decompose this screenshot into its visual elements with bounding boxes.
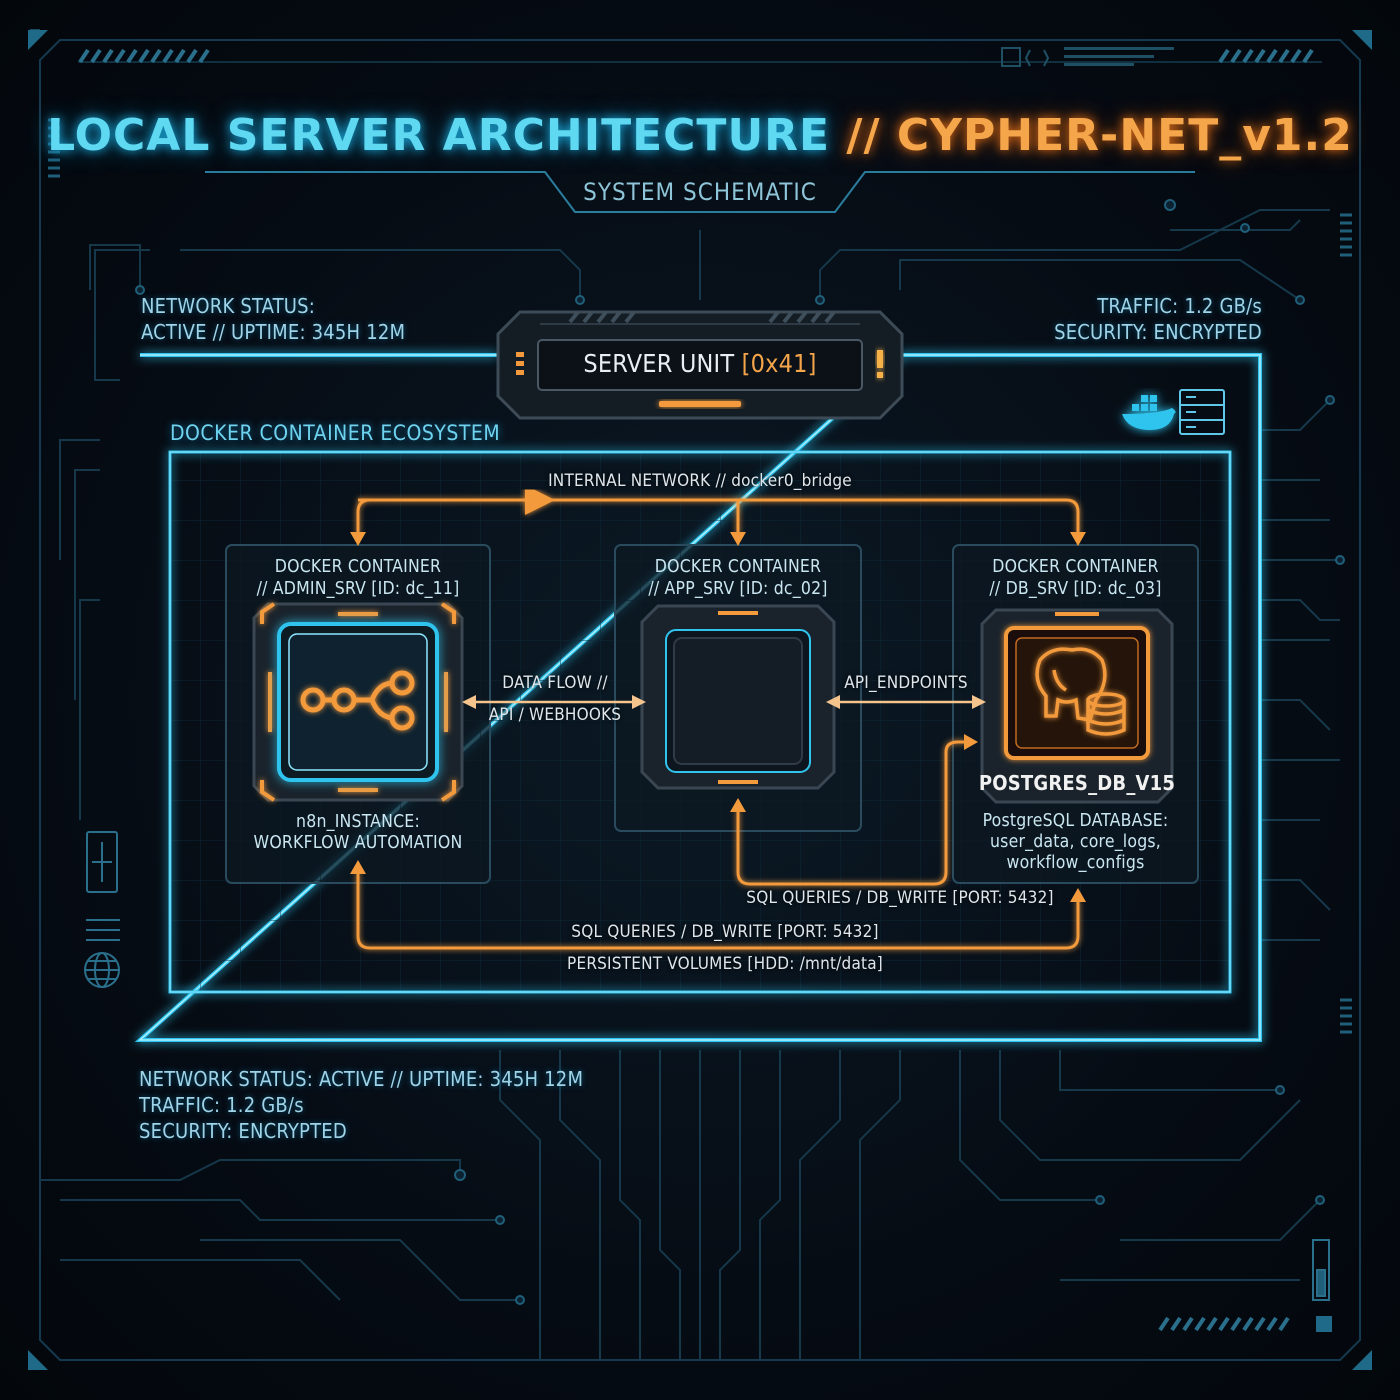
container-db-footer1: PostgreSQL DATABASE: — [982, 811, 1169, 831]
container-admin-header: DOCKER CONTAINER // ADMIN_SRV [ID: dc_11… — [226, 556, 490, 600]
page-title: LOCAL SERVER ARCHITECTURE // CYPHER-NET_… — [0, 110, 1400, 161]
container-app-title: DOCKER CONTAINER — [654, 557, 822, 577]
title-underline — [205, 171, 1195, 213]
sql-app-heads — [730, 734, 978, 812]
container-admin-footer1: n8n_INSTANCE: — [296, 812, 420, 832]
status-bottom-line3: SECURITY: ENCRYPTED — [139, 1119, 347, 1143]
corner-br-mark — [1352, 1350, 1372, 1370]
container-admin-title: DOCKER CONTAINER — [274, 557, 442, 577]
sql-admin-path — [356, 872, 1080, 950]
corner-block — [1316, 1316, 1332, 1332]
db-name: POSTGRES_DB_V15 — [978, 771, 1176, 795]
title-main: LOCAL SERVER ARCHITECTURE — [47, 110, 831, 161]
corner-tl-mark — [28, 30, 48, 50]
container-db-subtitle: // DB_SRV [ID: dc_03] — [989, 579, 1162, 599]
hatch-right — [1340, 213, 1352, 1034]
volumes-label: PERSISTENT VOLUMES [HDD: /mnt/data] — [567, 954, 883, 974]
server-unit-text: SERVER UNIT — [583, 349, 742, 378]
data-flow-heads — [462, 695, 646, 709]
container-admin-footer: n8n_INSTANCE: WORKFLOW AUTOMATION — [226, 812, 490, 854]
status-top-left-line2: ACTIVE // UPTIME: 345H 12M — [141, 320, 406, 344]
container-app-subtitle: // APP_SRV [ID: dc_02] — [648, 579, 828, 599]
ecosystem-label: DOCKER CONTAINER ECOSYSTEM — [170, 421, 501, 445]
sql-admin-label: SQL QUERIES / DB_WRITE [PORT: 5432] — [571, 922, 879, 942]
header-microtext — [1064, 47, 1174, 66]
status-top-right-line1: TRAFFIC: 1.2 GB/s — [1097, 294, 1262, 318]
app-chip — [640, 604, 836, 790]
corner-bl-mark — [28, 1350, 48, 1370]
status-top-left: NETWORK STATUS: ACTIVE // UPTIME: 345H 1… — [141, 293, 405, 345]
container-app-header: DOCKER CONTAINER // APP_SRV [ID: dc_02] — [615, 556, 861, 600]
data-flow-label-2: API / WEBHOOKS — [488, 705, 622, 725]
status-bottom: NETWORK STATUS: ACTIVE // UPTIME: 345H 1… — [139, 1066, 583, 1144]
status-bottom-line1: NETWORK STATUS: ACTIVE // UPTIME: 345H 1… — [139, 1067, 584, 1091]
server-rack-icon — [1179, 389, 1225, 435]
sql-app-path — [736, 740, 966, 886]
container-db-footer: PostgreSQL DATABASE: user_data, core_log… — [953, 811, 1198, 874]
status-top-right: TRAFFIC: 1.2 GB/s SECURITY: ENCRYPTED — [1054, 293, 1262, 345]
n8n-chip — [252, 602, 464, 802]
internal-network-bus — [356, 485, 1080, 534]
docker-whale-icon — [1122, 395, 1176, 430]
title-separator: // — [830, 110, 897, 161]
globe-icon — [84, 952, 120, 988]
server-unit-hex: [0x41] — [741, 349, 817, 378]
hatch-bottom-right — [1158, 1316, 1290, 1332]
container-db-footer2: user_data, core_logs, — [989, 832, 1161, 852]
api-endpoints-heads — [826, 695, 986, 709]
postgres-elephant-icon — [1035, 647, 1126, 736]
container-admin-subtitle: // ADMIN_SRV [ID: dc_11] — [256, 579, 460, 599]
circuit-nodes — [135, 199, 1345, 1305]
container-db-header: DOCKER CONTAINER // DB_SRV [ID: dc_03] — [953, 556, 1198, 600]
container-admin-footer2: WORKFLOW AUTOMATION — [253, 833, 463, 853]
db-chip — [980, 608, 1174, 804]
server-unit-plate — [496, 310, 904, 420]
server-status-lights — [516, 352, 524, 375]
alert-icon — [877, 350, 883, 378]
sql-app-label: SQL QUERIES / DB_WRITE [PORT: 5432] — [746, 888, 1054, 908]
status-top-right-line2: SECURITY: ENCRYPTED — [1054, 320, 1262, 344]
sql-admin-heads — [350, 860, 1086, 902]
network-arrowheads — [350, 532, 1086, 546]
status-top-left-line1: NETWORK STATUS: — [141, 294, 316, 318]
hatch-top-left — [78, 48, 210, 64]
title-version: CYPHER-NET_v1.2 — [896, 110, 1353, 161]
container-db-title: DOCKER CONTAINER — [992, 557, 1159, 577]
hatch-left — [48, 118, 60, 178]
network-label: INTERNAL NETWORK // docker0_bridge — [548, 471, 852, 491]
container-db-footer3: workflow_configs — [1006, 853, 1145, 873]
server-unit-label: SERVER UNIT [0x41] — [538, 349, 862, 378]
data-flow-label-1: DATA FLOW // — [502, 673, 608, 693]
side-panel-left — [86, 831, 120, 941]
circuit-traces — [40, 209, 1340, 1360]
n8n-workflow-icon — [300, 670, 415, 731]
corner-tr-mark — [1352, 30, 1372, 50]
page-subtitle: SYSTEM SCHEMATIC — [583, 178, 817, 206]
hatch-top-right — [1218, 48, 1314, 64]
status-bottom-line2: TRAFFIC: 1.2 GB/s — [139, 1093, 304, 1117]
side-panel-right — [1312, 1239, 1330, 1301]
api-endpoints-label: API_ENDPOINTS — [844, 673, 968, 693]
header-glyphs — [1001, 47, 1050, 67]
